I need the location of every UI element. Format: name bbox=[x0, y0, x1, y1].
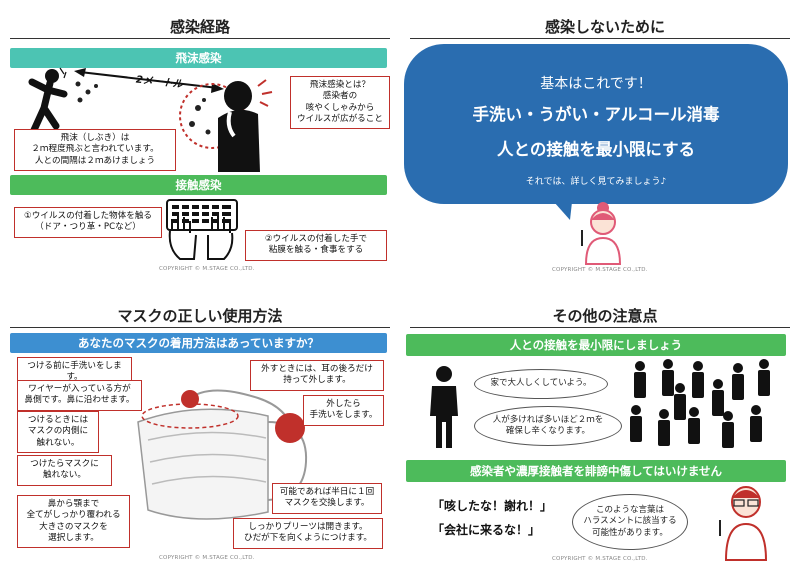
quote-company: 「会社に来るな！」 bbox=[432, 523, 541, 537]
q4-copyright: COPYRIGHT © M.STAGE CO.,LTD. bbox=[552, 556, 648, 562]
contact-banner: 接触感染 bbox=[10, 175, 387, 195]
mask-icon bbox=[137, 389, 308, 520]
bubble-hygiene: 手洗い・うがい・アルコール消毒 bbox=[472, 105, 720, 124]
virus-dots-icon bbox=[75, 81, 98, 103]
distance-arrow-icon bbox=[74, 68, 224, 93]
q3-title: マスクの正しい使用方法 bbox=[117, 307, 283, 325]
harassment-bubble: このような言葉はハラスメントに該当する可能性があります。 bbox=[572, 494, 688, 550]
standing-person-icon bbox=[430, 366, 458, 448]
q4-title: その他の注意点 bbox=[552, 307, 658, 325]
keyboard-hands-icon bbox=[166, 199, 238, 260]
wire-nose-note: ワイヤーが入っている方が鼻側です。鼻に沿わせます。 bbox=[17, 380, 142, 411]
quote-cough: 「咳したな！謝れ！」 bbox=[432, 499, 553, 513]
wash-after-note: 外したら手洗いをします。 bbox=[303, 395, 384, 426]
bubble-follow: それでは、詳しく見てみましょう♪ bbox=[525, 177, 667, 187]
droplet-banner: 飛沫感染 bbox=[10, 48, 387, 68]
mask-banner: あなたのマスクの着用方法はあっていますか？ bbox=[10, 333, 387, 353]
q1-title: 感染経路 bbox=[169, 18, 230, 36]
min-contact-banner: 人との接触を最小限にしましょう bbox=[406, 334, 786, 356]
contact-step2-note: ②ウイルスの付着した手で 粘膜を触る・食事をする bbox=[245, 230, 387, 261]
crowd-icon bbox=[630, 359, 770, 448]
replace-note: 可能であれば半日に１回マスクを交換します。 bbox=[272, 483, 382, 514]
q1-copyright: COPYRIGHT © M.STAGE CO.,LTD. bbox=[159, 266, 255, 272]
bubble-intro: 基本はこれです！ bbox=[540, 76, 652, 92]
doctor-icon bbox=[719, 486, 768, 561]
q1-title-divider bbox=[10, 38, 390, 39]
no-inside-note: つけるときにはマスクの内側に触れない。 bbox=[17, 411, 99, 454]
running-person-icon bbox=[28, 67, 68, 134]
distance-note: 飛沫（しぶき）は ２ｍ程度飛ぶと言われています。 人との間隔は２ｍあけましょう bbox=[14, 129, 176, 172]
nurse-icon bbox=[581, 202, 622, 265]
q3-title-divider bbox=[10, 327, 390, 328]
contact-step1-note: ①ウイルスの付着した物体を触る （ドア・つり革・PCなど） bbox=[14, 207, 162, 238]
distance-bubble: 人が多ければ多いほど２ｍを確保し辛くなります。 bbox=[474, 406, 622, 446]
q2-title-divider bbox=[410, 38, 790, 39]
stay-home-bubble: 家で大人しくしていよう。 bbox=[474, 369, 608, 399]
q2-title: 感染しないために bbox=[544, 18, 665, 36]
pleats-note: しっかりプリーツは開きます。ひだが下を向くようにつけます。 bbox=[233, 518, 383, 549]
droplet-definition-note: 飛沫感染とは？ 感染者の 咳やくしゃみから ウイルスが広がること bbox=[290, 76, 390, 130]
remove-note: 外すときには、耳の後ろだけ持って外します。 bbox=[250, 360, 384, 391]
mask-size-note: 鼻から顎まで全てがしっかり覆われる大きさのマスクを選択します。 bbox=[17, 495, 130, 549]
q3-copyright: COPYRIGHT © M.STAGE CO.,LTD. bbox=[159, 555, 255, 561]
bubble-min-contact: 人との接触を最小限にする bbox=[497, 140, 695, 159]
q4-title-divider bbox=[410, 327, 790, 328]
q2-copyright: COPYRIGHT © M.STAGE CO.,LTD. bbox=[552, 267, 648, 273]
speech-bubble-shape bbox=[404, 44, 788, 220]
no-slander-banner: 感染者や濃厚接触者を誹謗中傷してはいけません bbox=[406, 460, 786, 482]
sneezing-person-icon bbox=[179, 79, 273, 172]
no-touch-note: つけたらマスクに触れない。 bbox=[17, 455, 112, 486]
